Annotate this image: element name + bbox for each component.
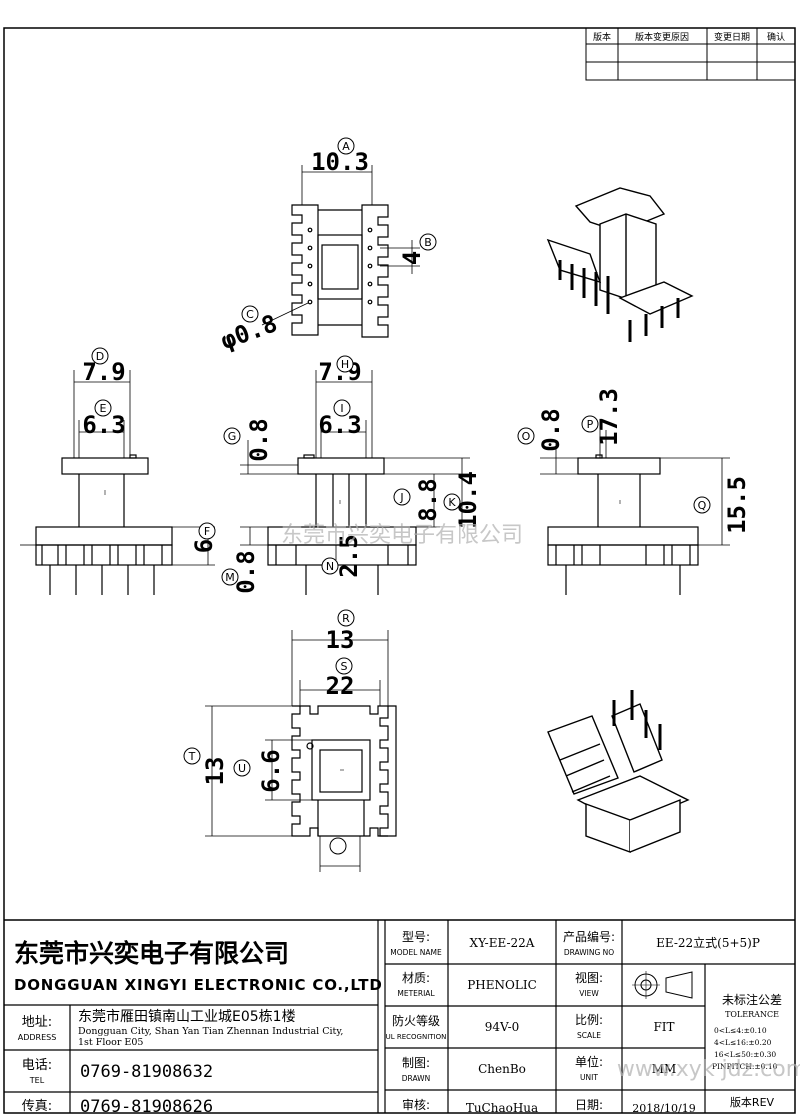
dim-i-id: I: [340, 402, 343, 415]
view-label-en: VIEW: [579, 989, 599, 998]
rev-header-reason: 版本变更原因: [635, 31, 689, 43]
model-label: 型号:: [402, 930, 430, 944]
dim-c-id: C: [246, 308, 254, 321]
dim-e-id: E: [100, 402, 107, 415]
address-label: 地址:: [22, 1015, 52, 1030]
dim-k-id: K: [448, 496, 456, 509]
dim-s-id: T: [188, 750, 196, 763]
dim-t-label: 6.6: [257, 749, 285, 792]
flame-label-en: UL RECOGNITION: [386, 1033, 447, 1041]
rev-header-date: 变更日期: [714, 31, 750, 43]
dim-l-id: M: [225, 571, 235, 584]
tel-label: 电话:: [22, 1058, 52, 1073]
drawn-value: ChenBo: [478, 1062, 526, 1076]
address-en-line1: Dongguan City, Shan Yan Tian Zhennan Ind…: [78, 1026, 343, 1037]
fax-label: 传真:: [22, 1099, 52, 1114]
drawing-no-value: EE-22立式(5+5)P: [656, 935, 760, 950]
left-side-view: [20, 370, 215, 595]
dim-g-label: 0.8: [245, 418, 273, 461]
rev-header-confirm: 确认: [767, 31, 785, 43]
dim-m-label: 2.5: [335, 534, 363, 577]
model-value: XY-EE-22A: [470, 936, 535, 950]
material-value: PHENOLIC: [467, 978, 537, 992]
drawing-no-label: 产品编号:: [563, 929, 615, 944]
dim-f-label: 6: [190, 539, 218, 553]
tel-value: 0769-81908632: [80, 1062, 213, 1082]
drawn-label: 制图:: [402, 1056, 430, 1070]
dim-s-label: 13: [201, 757, 229, 786]
dim-t-id: U: [238, 762, 246, 775]
material-label: 材质:: [402, 971, 430, 985]
dim-a-label: 10.3: [311, 148, 369, 176]
dim-r-id: S: [341, 660, 348, 673]
projection-symbol-icon: [632, 971, 693, 999]
flame-value: 94V-0: [485, 1020, 520, 1034]
front-view: [240, 370, 470, 595]
scale-label: 比例:: [575, 1013, 603, 1027]
watermark-url: www.xyk jdz.com: [617, 1057, 800, 1082]
bottom-view: [205, 630, 397, 872]
dim-j-label: 8.8: [414, 478, 442, 521]
dim-n-id: O: [522, 430, 531, 443]
company-name-cn: 东莞市兴奕电子有限公司: [14, 939, 289, 968]
dim-b-id: B: [424, 236, 432, 249]
scale-label-en: SCALE: [577, 1031, 601, 1040]
dim-q-id: R: [342, 612, 350, 625]
isometric-view-top: [546, 187, 694, 342]
tolerance-line-1: 0<L≤4:±0.10: [714, 1026, 767, 1035]
dim-h-id: H: [341, 358, 349, 371]
dim-g-id: G: [228, 430, 237, 443]
dim-j-id: J: [399, 491, 403, 504]
unit-value: MM: [652, 1062, 677, 1076]
scale-value: FIT: [653, 1020, 674, 1034]
tel-label-en: TEL: [29, 1076, 45, 1085]
tolerance-line-3: 16<L≤50:±0.30: [714, 1050, 776, 1059]
rev-label: 版本REV: [730, 1095, 775, 1109]
right-side-view: [540, 430, 730, 595]
sheet-border: [3, 27, 796, 1114]
isometric-view-bottom: [547, 690, 690, 853]
address-label-en: ADDRESS: [18, 1033, 57, 1042]
dim-n-label: 0.8: [537, 408, 565, 451]
dim-p-id: Q: [698, 499, 707, 512]
dim-r-label: 22: [326, 672, 355, 700]
title-block-grid: [4, 919, 795, 1113]
dim-o-id: P: [587, 418, 594, 431]
revision-table: [585, 27, 796, 81]
dim-d-id: D: [96, 350, 104, 363]
dim-f-id: F: [204, 525, 210, 538]
tolerance-title-en: TOLERANCE: [725, 1010, 779, 1019]
tolerance-line-4: PINPITCH:±0.10: [712, 1062, 778, 1071]
material-label-en: METERIAL: [397, 989, 435, 998]
date-value: 2018/10/19: [632, 1102, 695, 1115]
unit-label-en: UNIT: [580, 1073, 598, 1082]
flame-label: 防火等级: [392, 1013, 440, 1028]
address-en-line2: 1st Floor E05: [78, 1037, 143, 1048]
model-label-en: MODEL NAME: [390, 948, 442, 957]
top-view: [261, 165, 420, 338]
watermark-company: 东莞市兴奕电子有限公司: [281, 523, 523, 548]
rev-header-version: 版本: [593, 31, 611, 43]
dim-m-id: N: [326, 560, 334, 573]
tolerance-line-2: 4<L≤16:±0.20: [714, 1038, 772, 1047]
date-label: 日期:: [575, 1098, 603, 1112]
dim-q-label: 13: [326, 626, 355, 654]
tolerance-title-cn: 未标注公差: [722, 992, 782, 1007]
drawn-label-en: DRAWN: [402, 1074, 430, 1083]
dim-a-id: A: [342, 140, 350, 153]
address-cn: 东莞市雁田镇南山工业城E05栋1楼: [78, 1008, 296, 1025]
company-name-en: DONGGUAN XINGYI ELECTRONIC CO.,LTD: [14, 976, 383, 994]
dim-o-label: 17.3: [595, 388, 623, 446]
fax-value: 0769-81908626: [80, 1097, 213, 1115]
drawing-no-label-en: DRAWING NO: [564, 948, 614, 957]
unit-label: 单位:: [575, 1054, 603, 1069]
view-label: 视图:: [575, 970, 603, 985]
dim-p-label: 15.5: [723, 476, 751, 534]
check-label: 审核:: [402, 1097, 430, 1112]
dim-b-label: 4: [398, 251, 426, 265]
check-value: TuChaoHua: [466, 1101, 538, 1115]
